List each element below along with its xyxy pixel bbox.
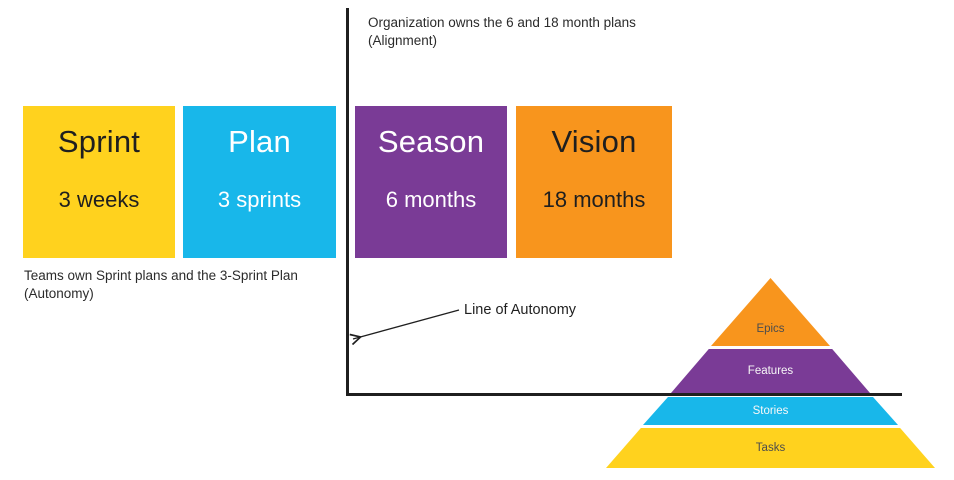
pyramid-layer-epics: Epics: [711, 278, 830, 346]
box-plan: Plan 3 sprints: [183, 106, 336, 258]
box-vision: Vision 18 months: [516, 106, 672, 258]
alignment-note-line2: (Alignment): [368, 33, 438, 48]
box-sprint-title: Sprint: [57, 124, 141, 159]
pyramid-label-features: Features: [747, 365, 794, 377]
pyramid-label-epics: Epics: [756, 323, 785, 335]
pyramid-label-tasks: Tasks: [755, 442, 786, 454]
pyramid-label-stories: Stories: [752, 405, 789, 417]
box-sprint-subtitle: 3 weeks: [58, 187, 140, 212]
box-plan-title: Plan: [228, 124, 291, 159]
autonomy-note-line2: (Autonomy): [24, 286, 94, 301]
autonomy-note: Teams own Sprint plans and the 3-Sprint …: [24, 267, 298, 303]
box-plan-subtitle: 3 sprints: [217, 187, 302, 212]
box-season: Season 6 months: [355, 106, 507, 258]
autonomy-vertical-line: [346, 8, 349, 396]
box-vision-subtitle: 18 months: [542, 187, 646, 212]
pyramid-layer-tasks: Tasks: [606, 428, 935, 468]
line-of-autonomy-arrow: [349, 309, 460, 345]
box-vision-title: Vision: [551, 124, 637, 159]
pyramid-layer-stories: Stories: [643, 397, 898, 425]
box-season-title: Season: [377, 124, 485, 159]
autonomy-note-line1: Teams own Sprint plans and the 3-Sprint …: [24, 268, 298, 283]
alignment-note-line1: Organization owns the 6 and 18 month pla…: [368, 15, 636, 30]
alignment-note: Organization owns the 6 and 18 month pla…: [368, 14, 636, 50]
autonomy-horizontal-line: [346, 393, 902, 396]
box-season-subtitle: 6 months: [385, 187, 477, 212]
line-of-autonomy-label: Line of Autonomy: [464, 302, 577, 318]
box-sprint: Sprint 3 weeks: [23, 106, 175, 258]
pyramid-layer-features: Features: [671, 349, 870, 393]
